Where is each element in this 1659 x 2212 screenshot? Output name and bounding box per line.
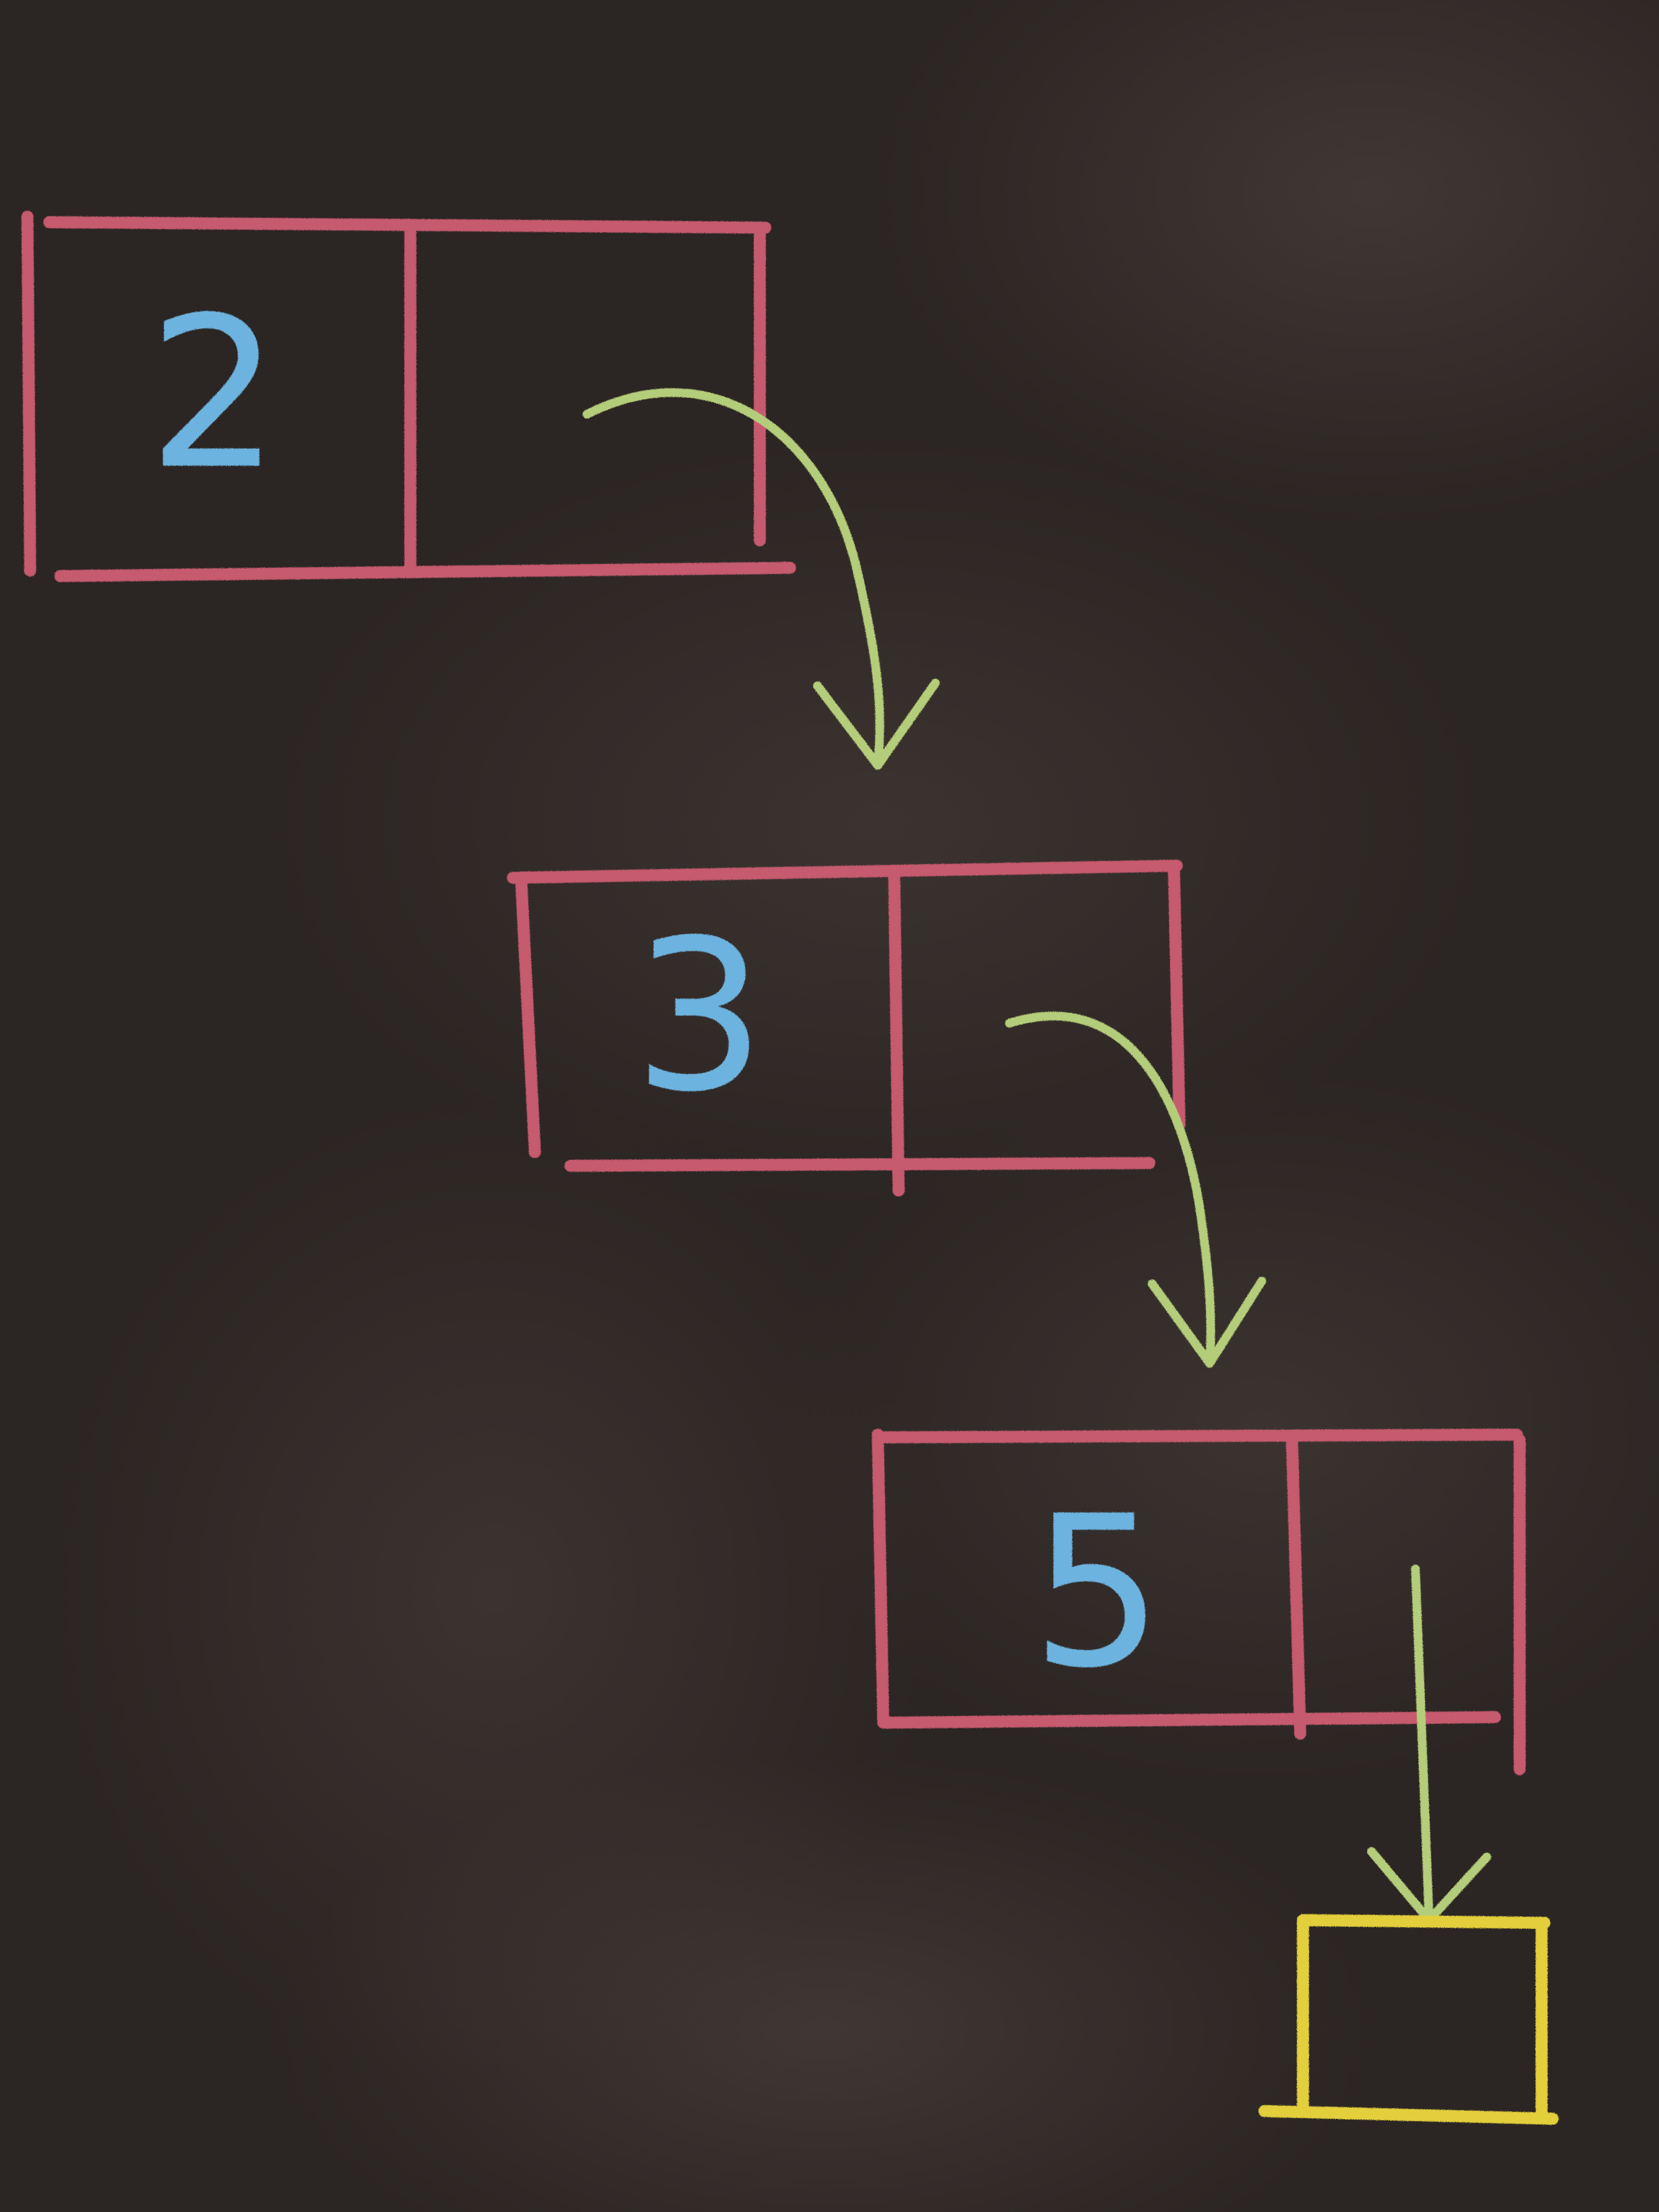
null-terminator	[1259, 1914, 1559, 2125]
node-2-value: 3	[633, 895, 766, 1138]
list-node-1: 2	[21, 211, 940, 770]
node-1-outline	[21, 211, 796, 582]
board-smudge	[274, 1756, 1372, 2212]
node-1-value: 2	[148, 272, 280, 515]
node-2-outline	[507, 860, 1186, 1197]
node-3-value: 5	[1031, 1471, 1164, 1714]
list-node-3: 5	[872, 1429, 1526, 1925]
board-smudge	[878, 0, 1659, 521]
node-1-next-pointer-arrow	[583, 388, 940, 770]
board-smudge	[768, 1070, 1659, 1783]
node-3-outline	[872, 1429, 1526, 1775]
list-node-2: 3	[507, 860, 1266, 1368]
node-2-next-pointer-arrow	[1005, 1012, 1266, 1368]
null-box-outline	[1259, 1914, 1559, 2125]
